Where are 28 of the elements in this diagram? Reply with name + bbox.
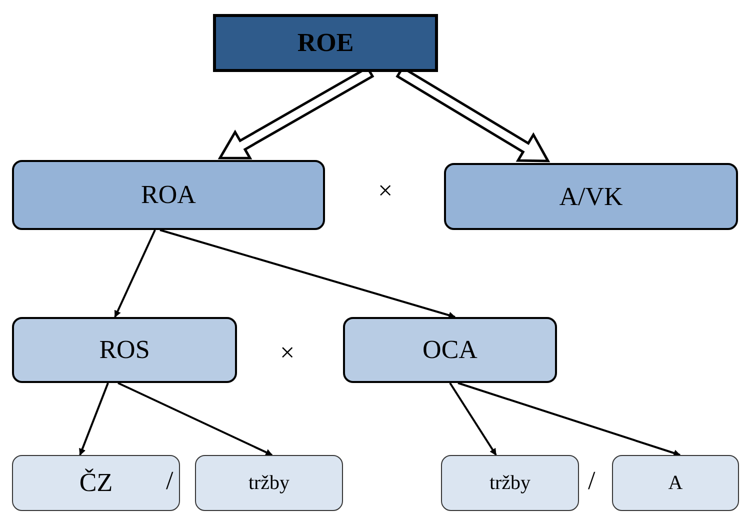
metric-box [441, 455, 579, 511]
arrow [118, 382, 273, 456]
arrow [79, 382, 109, 456]
operator-sign: × [378, 178, 393, 204]
arrow [458, 382, 681, 456]
metric-box [195, 455, 343, 511]
arrow [449, 382, 497, 456]
metric-label: ROS [99, 335, 150, 365]
metric-label: ČZ [79, 468, 113, 498]
metric-box [444, 163, 738, 230]
metric-box [12, 317, 237, 383]
metric-label: tržby [489, 472, 531, 494]
operator-sign: / [588, 468, 596, 494]
arrow [160, 229, 456, 319]
metric-label: A [668, 472, 683, 494]
metric-label: tržby [248, 472, 290, 494]
operator-sign: × [280, 340, 295, 366]
metric-box [612, 455, 739, 511]
metric-box [343, 317, 557, 383]
metric-box [12, 160, 325, 230]
metric-label: OCA [422, 335, 478, 365]
metric-label: ROA [141, 180, 196, 210]
operator-sign: / [166, 468, 174, 494]
metric-label: ROE [297, 28, 354, 58]
metric-label: A/VK [559, 182, 623, 212]
metric-box [12, 455, 180, 511]
metric-box [213, 14, 438, 72]
arrow [114, 230, 156, 318]
